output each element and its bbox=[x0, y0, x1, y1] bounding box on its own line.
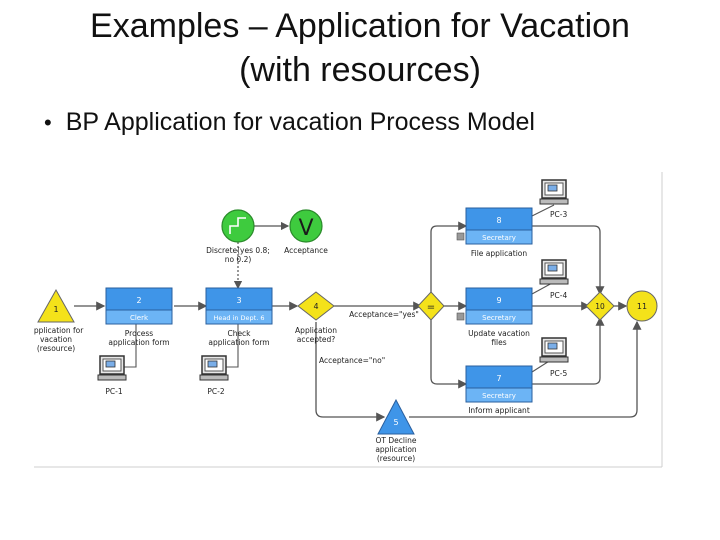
task-7: 7 Secretary Inform applicant bbox=[465, 365, 533, 415]
task-8-label: File application bbox=[471, 249, 528, 258]
edge-split-t7 bbox=[430, 318, 468, 389]
task-9: 9 Secretary Update vacation files bbox=[456, 287, 533, 347]
and-split-symbol: = bbox=[427, 302, 435, 313]
pc-2: PC-2 bbox=[199, 355, 229, 396]
decision-label: Acceptance bbox=[284, 246, 328, 255]
event-1-id: 1 bbox=[53, 305, 58, 314]
task-3: 3 Head in Dept. 6 Check application form bbox=[205, 287, 273, 347]
pc-3-computer-icon bbox=[539, 179, 569, 205]
bullet-dot-icon: • bbox=[44, 110, 52, 135]
edge-e5-e11 bbox=[409, 320, 642, 418]
pc-4-computer-icon bbox=[539, 259, 569, 285]
decision-acceptance: V Acceptance bbox=[284, 209, 328, 255]
process-model-diagram: 1 Application for vacation (resource) 2 … bbox=[34, 172, 663, 468]
task-7-id: 7 bbox=[496, 374, 501, 383]
timer-label-line-1: Discrete(yes 0.8; bbox=[206, 246, 270, 255]
pc-1: PC-1 bbox=[97, 355, 127, 396]
pc-5-label: PC-5 bbox=[550, 369, 567, 378]
pc-4: PC-4 bbox=[539, 259, 569, 300]
condition-yes-label: Acceptance="yes" bbox=[349, 310, 419, 319]
event-5-label-line-1: OT Decline bbox=[376, 436, 417, 445]
edge-t2-pc1 bbox=[124, 324, 137, 368]
task-7-role: Secretary bbox=[482, 392, 516, 400]
event-4-id: 4 bbox=[313, 302, 318, 311]
pc-2-computer-icon bbox=[199, 355, 229, 381]
timer-label-line-2: no 0.2) bbox=[225, 255, 252, 264]
event-4-label-line-1: Application bbox=[295, 326, 337, 335]
edge-t8-e10 bbox=[532, 225, 605, 296]
edge-t7-e10 bbox=[532, 316, 605, 385]
decision-glyph: V bbox=[298, 216, 313, 241]
task-9-id: 9 bbox=[496, 296, 501, 305]
task-2: 2 Clerk Process application form bbox=[105, 287, 173, 347]
event-1: 1 Application for vacation (resource) bbox=[34, 288, 84, 353]
timer-distribution: Discrete(yes 0.8; no 0.2) bbox=[206, 209, 270, 264]
task-3-label-line-1: Check bbox=[227, 329, 251, 338]
task-8-id: 8 bbox=[496, 216, 501, 225]
task-2-role: Clerk bbox=[130, 314, 149, 322]
timer-step-icon bbox=[229, 217, 246, 234]
event-11: 11 bbox=[626, 290, 658, 322]
task-8: 8 Secretary File application bbox=[456, 207, 533, 258]
event-10-id: 10 bbox=[595, 302, 605, 311]
slide-title-line-2: (with resources) bbox=[239, 51, 481, 89]
pc-5: PC-5 bbox=[539, 337, 569, 378]
pc-5-computer-icon bbox=[539, 337, 569, 363]
task-2-id: 2 bbox=[136, 296, 141, 305]
task-9-label-line-1: Update vacation bbox=[468, 329, 530, 338]
event-5-label-line-2: application bbox=[375, 445, 417, 454]
event-5-id: 5 bbox=[393, 418, 398, 427]
edge-e4-e5 bbox=[315, 322, 386, 422]
pc-3-label: PC-3 bbox=[550, 210, 567, 219]
task-3-role: Head in Dept. 6 bbox=[213, 314, 264, 322]
edge-pc3-t8 bbox=[531, 204, 555, 217]
edge-t3-pc2 bbox=[226, 324, 239, 368]
pc-2-label: PC-2 bbox=[207, 387, 224, 396]
edge-split-t8 bbox=[430, 221, 468, 294]
event-5-label-line-3: (resource) bbox=[377, 454, 415, 463]
task-9-role: Secretary bbox=[482, 314, 516, 322]
task-2-label-line-1: Process bbox=[125, 329, 154, 338]
event-1-label-line-3: (resource) bbox=[37, 344, 75, 353]
task-3-id: 3 bbox=[236, 296, 241, 305]
task-8-role: Secretary bbox=[482, 234, 516, 242]
event-4: 4 Application accepted? bbox=[295, 291, 337, 344]
task-9-label-line-2: files bbox=[491, 338, 506, 347]
task-3-label-line-2: application form bbox=[208, 338, 269, 347]
event-11-id: 11 bbox=[637, 302, 647, 311]
task-9-resource-icon bbox=[456, 312, 465, 321]
task-8-resource-icon bbox=[456, 232, 465, 241]
event-4-label-line-2: accepted? bbox=[297, 335, 336, 344]
pc-1-computer-icon bbox=[97, 355, 127, 381]
event-5: 5 OT Decline application (resource) bbox=[375, 398, 417, 463]
slide-title-line-1: Examples – Application for Vacation bbox=[90, 7, 630, 45]
task-2-label-line-2: application form bbox=[108, 338, 169, 347]
event-1-label-line-2: vacation bbox=[40, 335, 72, 344]
condition-no-label: Acceptance="no" bbox=[319, 356, 385, 365]
bullet-text: BP Application for vacation Process Mode… bbox=[65, 108, 535, 136]
bullet-item: • BP Application for vacation Process Mo… bbox=[44, 108, 535, 138]
event-10: 10 bbox=[585, 291, 615, 321]
pc-4-label: PC-4 bbox=[550, 291, 567, 300]
and-split-gateway: = bbox=[417, 291, 445, 321]
event-1-label-line-1: Application for bbox=[34, 326, 84, 335]
slide-title: Examples – Application for Vacation (wit… bbox=[0, 4, 720, 92]
pc-3: PC-3 bbox=[539, 179, 569, 219]
pc-1-label: PC-1 bbox=[105, 387, 122, 396]
task-7-label: Inform applicant bbox=[468, 406, 530, 415]
